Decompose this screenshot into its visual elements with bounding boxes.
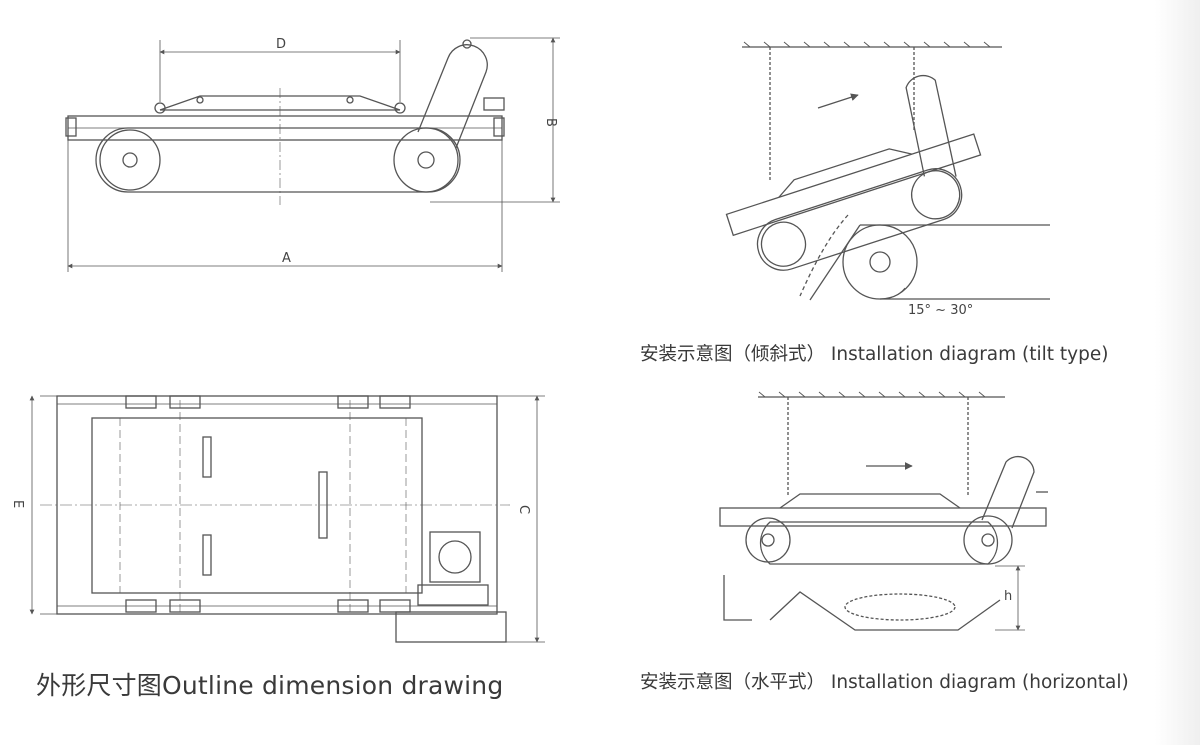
tilt-angle-label: 15° ~ 30°	[908, 303, 973, 318]
dim-b-label: B	[543, 118, 558, 127]
page-edge-shadow	[1155, 0, 1200, 745]
dim-h-label: h	[1004, 589, 1012, 604]
dim-e-label: E	[10, 500, 25, 508]
outline-top-view	[29, 395, 545, 643]
tilt-caption: 安装示意图（倾斜式） Installation diagram (tilt ty…	[640, 344, 1109, 365]
dim-a-label: A	[282, 251, 291, 266]
dim-c-label: C	[516, 505, 531, 514]
horizontal-caption: 安装示意图（水平式） Installation diagram (horizon…	[640, 672, 1129, 693]
horizontal-installation-diagram	[719, 391, 1048, 631]
tilt-installation-diagram	[725, 41, 1050, 301]
outline-caption: 外形尺寸图Outline dimension drawing	[36, 671, 504, 700]
dim-d-label: D	[276, 37, 286, 52]
outline-side-view	[65, 37, 560, 272]
